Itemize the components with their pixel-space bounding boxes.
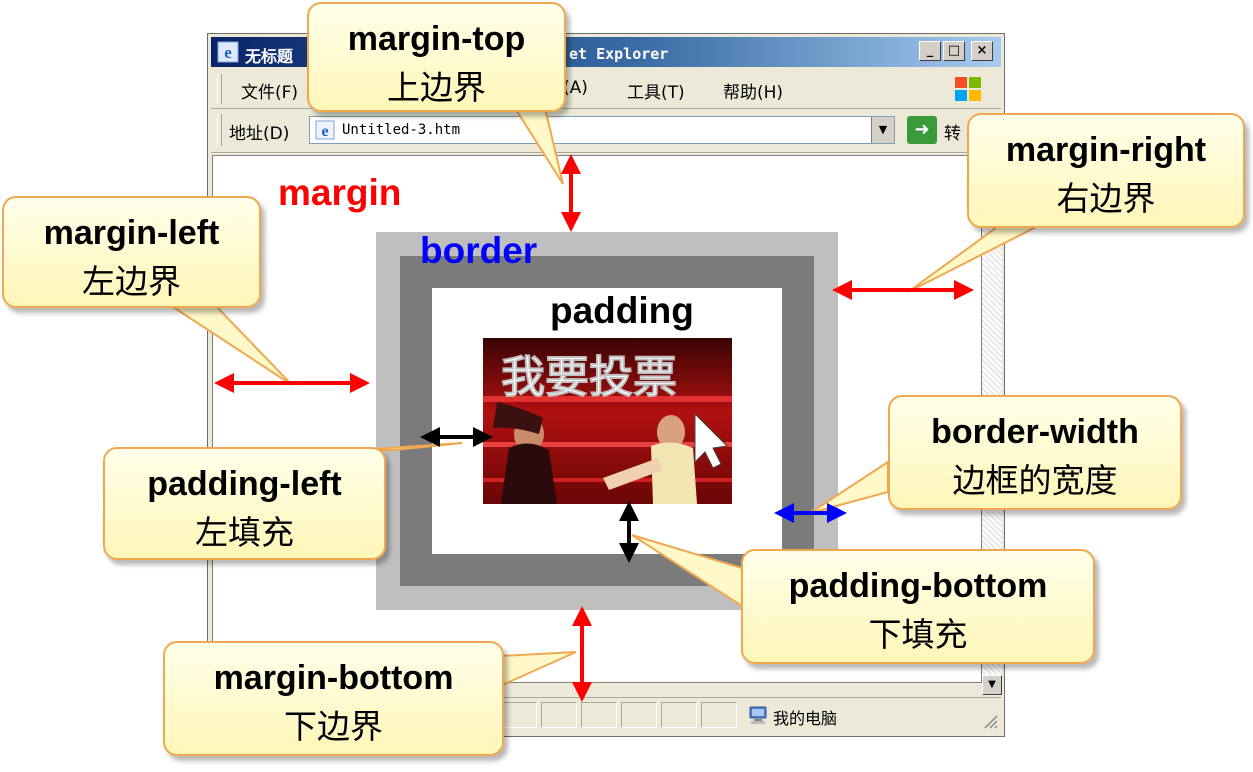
margin-bottom-callout-en: margin-bottom	[213, 659, 454, 697]
ie-page-icon: e	[315, 120, 335, 140]
margin-top-callout-cn: 上边界	[387, 68, 486, 107]
go-arrow-icon: ➜	[914, 119, 930, 140]
status-zone: 我的电脑	[743, 702, 973, 728]
border-width-callout-en: border-width	[931, 413, 1139, 451]
status-cell	[661, 702, 697, 728]
maximize-icon: □	[947, 43, 961, 58]
margin-left-callout-en: margin-left	[43, 214, 220, 252]
margin-right-callout-tail	[907, 224, 1041, 293]
padding-bottom-callout: padding-bottom 下填充	[741, 549, 1095, 664]
chevron-down-icon: ▼	[878, 123, 888, 136]
margin-right-callout: margin-right 右边界	[967, 113, 1245, 228]
maximize-button[interactable]: □	[943, 41, 965, 61]
border-label: border	[420, 230, 538, 271]
margin-top-callout-tail	[513, 107, 564, 185]
margin-bottom-callout-tail	[499, 651, 577, 688]
margin-left-callout-cn: 左边界	[82, 262, 181, 301]
margin-bottom-callout-cn: 下边界	[284, 707, 383, 746]
close-button[interactable]: ×	[971, 41, 993, 61]
margin-left-callout: margin-left 左边界	[2, 196, 261, 308]
menu-favorites[interactable]: (A)	[563, 78, 588, 98]
close-icon: ×	[976, 43, 988, 58]
margin-right-callout-cn: 右边界	[1056, 179, 1156, 218]
content-image: 我要投票	[483, 338, 732, 504]
window-title-tail: et Explorer	[569, 45, 669, 63]
padding-bottom-callout-en: padding-bottom	[788, 567, 1048, 605]
svg-text:e: e	[224, 43, 232, 62]
vote-banner-image: 我要投票	[483, 338, 732, 504]
padding-left-callout: padding-left 左填充	[103, 447, 386, 560]
border-width-callout-tail	[809, 460, 889, 514]
minimize-button[interactable]: _	[919, 41, 941, 61]
address-label: 地址(D)	[229, 124, 290, 144]
padding-left-callout-cn: 左填充	[195, 513, 294, 552]
windows-logo-icon	[955, 77, 981, 101]
address-value: Untitled-3.htm	[342, 122, 461, 138]
my-computer-icon	[749, 706, 767, 724]
border-width-callout: border-width 边框的宽度	[888, 395, 1182, 510]
margin-bottom-callout: margin-bottom 下边界	[163, 641, 504, 756]
scroll-down-button[interactable]: ▼	[982, 675, 1002, 695]
address-grip[interactable]	[217, 114, 222, 146]
border-width-callout-cn: 边框的宽度	[952, 461, 1118, 500]
address-input[interactable]: e Untitled-3.htm ▼	[309, 116, 895, 144]
menu-help[interactable]: 帮助(H)	[723, 83, 784, 103]
minimize-icon: _	[926, 43, 934, 58]
svg-text:e: e	[321, 123, 328, 140]
padding-bottom-callout-cn: 下填充	[868, 615, 968, 654]
window-title: 无标题	[245, 47, 294, 66]
status-cell	[581, 702, 617, 728]
status-cell	[621, 702, 657, 728]
padding-label: padding	[550, 290, 694, 331]
go-label[interactable]: 转	[944, 124, 961, 144]
ie-app-icon: e	[217, 41, 239, 63]
resize-grip-icon[interactable]	[981, 712, 999, 730]
padding-left-callout-en: padding-left	[147, 465, 342, 503]
margin-label: margin	[278, 172, 402, 213]
margin-top-callout-en: margin-top	[347, 20, 526, 58]
menu-file[interactable]: 文件(F)	[241, 83, 299, 103]
menu-tools[interactable]: 工具(T)	[627, 83, 685, 103]
go-button[interactable]: ➜	[907, 116, 937, 144]
margin-top-callout: margin-top 上边界	[307, 2, 566, 112]
vote-banner-text: 我要投票	[501, 352, 677, 403]
toolbar-grip[interactable]	[217, 74, 222, 104]
margin-right-callout-en: margin-right	[1005, 131, 1207, 169]
margin-left-callout-tail	[166, 304, 293, 386]
arrow-down-icon: ▼	[988, 679, 996, 690]
status-cell	[701, 702, 737, 728]
address-bar: 地址(D) e Untitled-3.htm ▼ ➜ 转	[211, 110, 1001, 153]
status-zone-label: 我的电脑	[773, 709, 838, 728]
padding-bottom-callout-tail	[631, 534, 743, 608]
address-dropdown-button[interactable]: ▼	[871, 117, 894, 143]
status-cell	[541, 702, 577, 728]
